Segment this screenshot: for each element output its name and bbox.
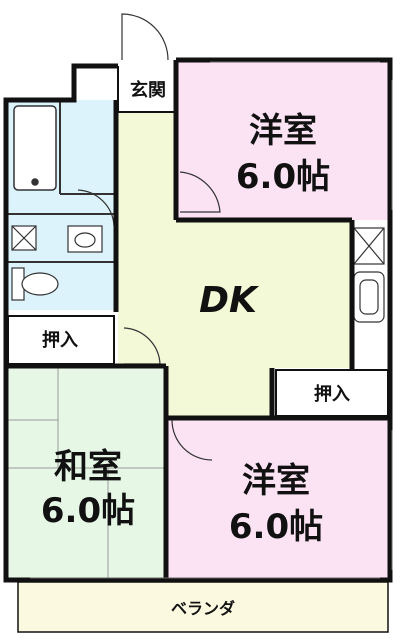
balcony-label: ベランダ <box>171 599 235 618</box>
western-room-top-size: 6.0帖 <box>236 157 330 197</box>
western-room-top-name: 洋室 <box>249 111 317 151</box>
western-room-bottom-fill <box>166 418 390 578</box>
tatami-lines <box>8 368 164 578</box>
western-room-bottom-name: 洋室 <box>242 461 310 501</box>
walls <box>3 57 393 583</box>
kitchen-sink-icon <box>353 271 385 323</box>
washer-icon <box>11 225 37 251</box>
entrance-walls <box>117 66 176 113</box>
entrance-fill <box>118 66 176 112</box>
stove-icon <box>353 227 385 265</box>
bathtub-icon <box>13 105 57 191</box>
door-swings <box>77 13 221 461</box>
closet-left-label: 押入 <box>42 329 78 351</box>
western-room-top-fill <box>178 62 390 220</box>
windows <box>30 61 393 579</box>
dk-label: DK <box>199 280 260 321</box>
sink-icon <box>67 225 103 253</box>
balcony-fill <box>18 582 388 632</box>
entrance-label: 玄関 <box>130 79 166 101</box>
western-room-bottom-size: 6.0帖 <box>229 507 323 547</box>
japanese-room-size: 6.0帖 <box>41 491 135 531</box>
japanese-room-name: 和室 <box>54 447 122 487</box>
balcony-outline <box>17 581 389 633</box>
toilet-icon <box>11 267 59 301</box>
japanese-room-fill <box>8 368 164 578</box>
closet-right-label: 押入 <box>314 383 350 405</box>
